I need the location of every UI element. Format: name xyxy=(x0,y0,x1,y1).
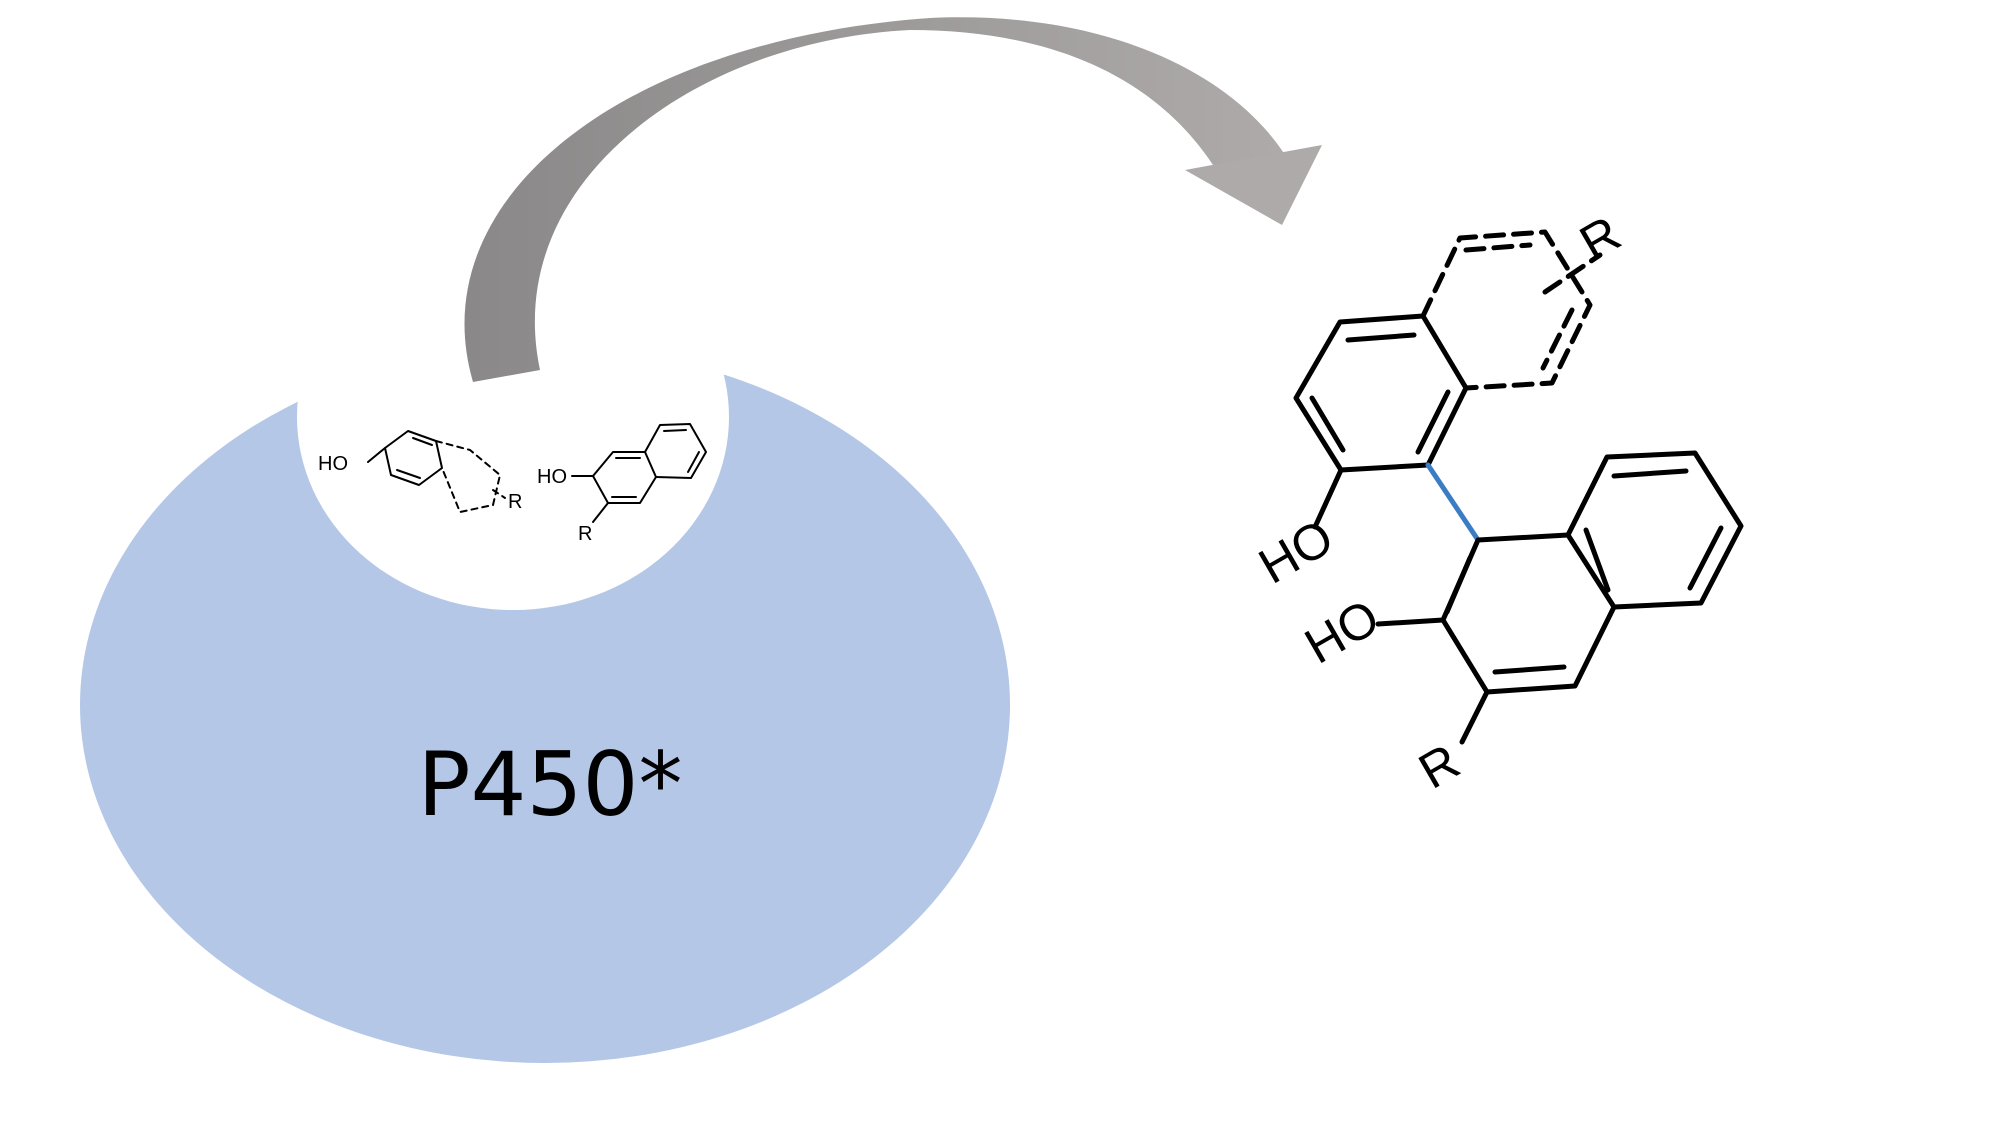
enzyme-body xyxy=(80,347,1010,1063)
product-double-bond xyxy=(1345,332,1417,343)
phenol-oh-bond xyxy=(367,447,386,463)
naphthol-double-bond xyxy=(687,451,700,473)
product-upper-oh-bond xyxy=(1312,467,1344,530)
product-lower-hydroxyl-label: HO xyxy=(1296,589,1389,675)
product-r-bond-lower xyxy=(1459,689,1490,745)
product-double-bond xyxy=(1687,525,1724,591)
naphthol-substituent-label: R xyxy=(578,523,592,545)
product-double-bond xyxy=(1309,395,1346,453)
naphthol-double-bond xyxy=(663,429,687,432)
curved-arrow-icon xyxy=(464,17,1322,382)
product-double-bond xyxy=(1444,555,1473,615)
product-double-bond xyxy=(1492,664,1567,675)
naphthol-hydroxyl-label: HO xyxy=(537,466,567,488)
product-double-bond xyxy=(1583,527,1611,593)
substrate-naphthol: HO R xyxy=(537,423,707,545)
phenol-double-bond xyxy=(396,469,421,479)
arrow-head xyxy=(1185,145,1322,225)
phenol-fused-ring xyxy=(435,440,501,513)
product-r-bond-upper xyxy=(1542,252,1603,295)
product-lower-oh-bond xyxy=(1375,617,1446,627)
binding-pocket xyxy=(297,224,729,610)
naphthol-ring-b xyxy=(644,423,707,479)
product-fused-ring xyxy=(1420,229,1593,391)
phenol-r-bond xyxy=(492,489,506,499)
product-double-bond xyxy=(1415,389,1451,455)
phenol-substituent-label: R xyxy=(508,491,522,513)
product-double-bond xyxy=(1611,468,1689,479)
product-double-bond-dashed xyxy=(1540,307,1575,371)
product-double-bond-dashed xyxy=(1463,242,1533,253)
product-biaryl: HO HO R R xyxy=(1250,205,1744,800)
enzyme-label: P450* xyxy=(417,733,682,836)
naphthol-r-bond xyxy=(592,502,609,523)
enzyme-p450: P450* xyxy=(80,224,1010,1063)
phenol-double-bond xyxy=(412,437,433,446)
phenol-ring xyxy=(384,430,443,486)
product-lower-ring-b xyxy=(1565,450,1744,610)
product-new-bond xyxy=(1425,462,1481,543)
product-upper-hydroxyl-label: HO xyxy=(1250,509,1343,595)
phenol-hydroxyl-label: HO xyxy=(318,453,348,475)
substrate-phenol: HO R xyxy=(318,430,522,513)
product-upper-substituent-label: R xyxy=(1571,205,1630,272)
